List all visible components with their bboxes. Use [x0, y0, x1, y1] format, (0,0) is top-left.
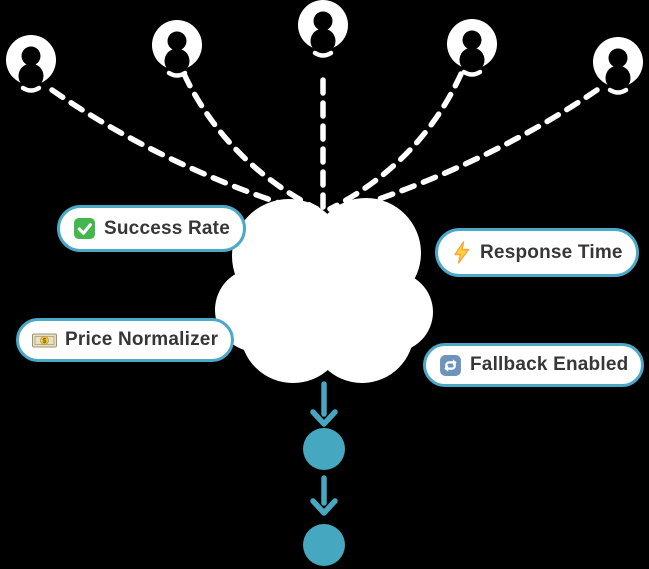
repeat-arrows-emoji-icon [439, 354, 462, 377]
output-node [303, 428, 345, 470]
user-avatar-icon [152, 20, 202, 78]
badge-success-rate: Success Rate [57, 205, 246, 252]
output-node [303, 524, 345, 566]
badge-label: Success Rate [104, 217, 230, 239]
connector-line [327, 71, 464, 212]
connector-lines [49, 71, 600, 216]
user-avatars [6, 0, 643, 95]
banknote-emoji-icon: $ [32, 332, 57, 349]
connector-line [181, 71, 320, 212]
user-avatar-icon [593, 37, 643, 95]
user-avatar-icon [447, 19, 497, 77]
cloud-node [215, 198, 433, 383]
connector-line [334, 87, 600, 216]
badge-price-normalizer: $ Price Normalizer [16, 318, 235, 362]
output-flow [303, 381, 345, 566]
connector-line [49, 87, 313, 216]
down-arrow-icon [310, 381, 338, 427]
badge-label: Response Time [480, 241, 623, 263]
badge-response-time: Response Time [435, 228, 639, 277]
check-mark-emoji-icon [73, 217, 96, 240]
svg-text:$: $ [42, 338, 46, 345]
down-arrow-icon [310, 475, 338, 516]
badge-fallback-enabled: Fallback Enabled [423, 343, 645, 387]
lightning-emoji-icon [451, 241, 472, 264]
badge-label: Price Normalizer [65, 329, 219, 350]
badge-label: Fallback Enabled [470, 354, 629, 375]
user-avatar-icon [6, 35, 56, 93]
user-avatar-icon [298, 0, 348, 58]
